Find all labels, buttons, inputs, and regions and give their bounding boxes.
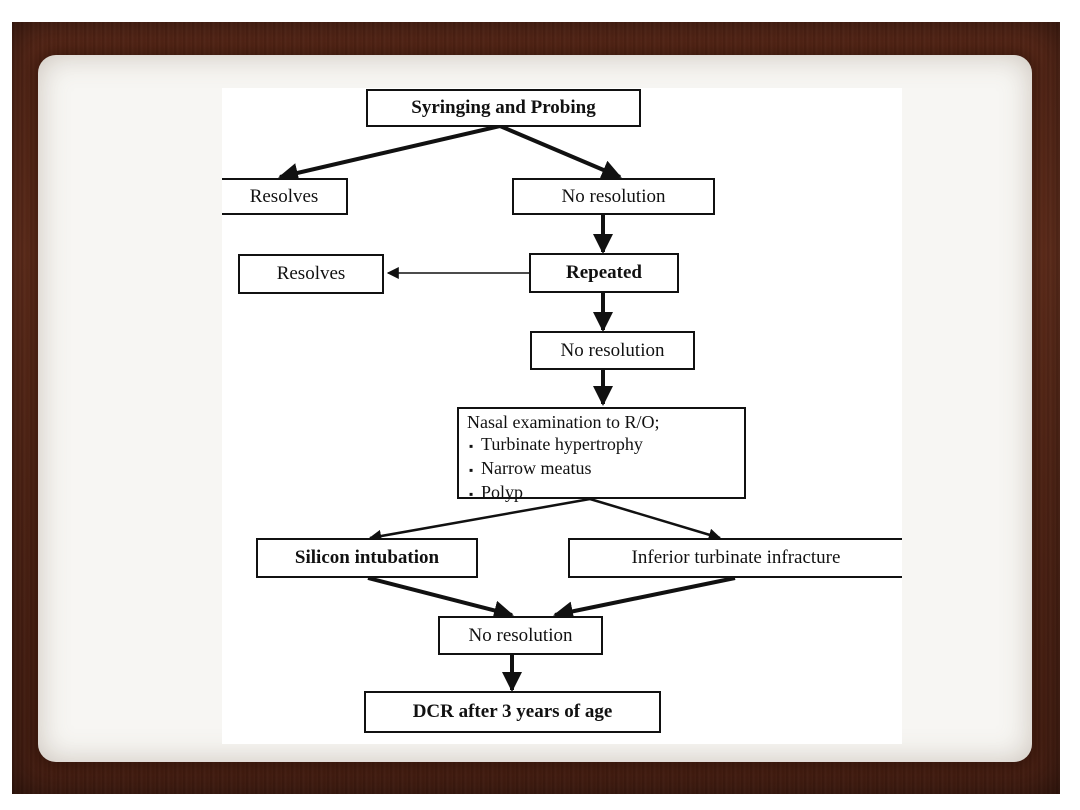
node-nasal-examination: Nasal examination to R/O; Turbinate hype… xyxy=(457,407,746,502)
node-syringing-and-probing: Syringing and Probing xyxy=(366,89,641,127)
node-resolves-middle: Resolves xyxy=(238,254,384,294)
node-no-resolution-3: No resolution xyxy=(438,616,603,655)
node-resolves-left: Resolves xyxy=(222,178,348,215)
nasal-exam-title: Nasal examination to R/O; xyxy=(467,412,660,432)
node-repeated: Repeated xyxy=(529,253,679,293)
node-silicon-intubation: Silicon intubation xyxy=(256,538,478,578)
nasal-exam-item-meatus: Narrow meatus xyxy=(467,457,744,481)
nasal-exam-list: Turbinate hypertrophy Narrow meatus Poly… xyxy=(467,433,744,505)
nasal-exam-item-turbinate: Turbinate hypertrophy xyxy=(467,433,744,457)
node-no-resolution-2: No resolution xyxy=(530,331,695,370)
node-dcr-after-3-years: DCR after 3 years of age xyxy=(364,691,661,733)
node-no-resolution-1: No resolution xyxy=(512,178,715,215)
node-inferior-turbinate-infracture: Inferior turbinate infracture xyxy=(568,538,902,578)
nasal-exam-item-polyp: Polyp xyxy=(467,481,744,505)
